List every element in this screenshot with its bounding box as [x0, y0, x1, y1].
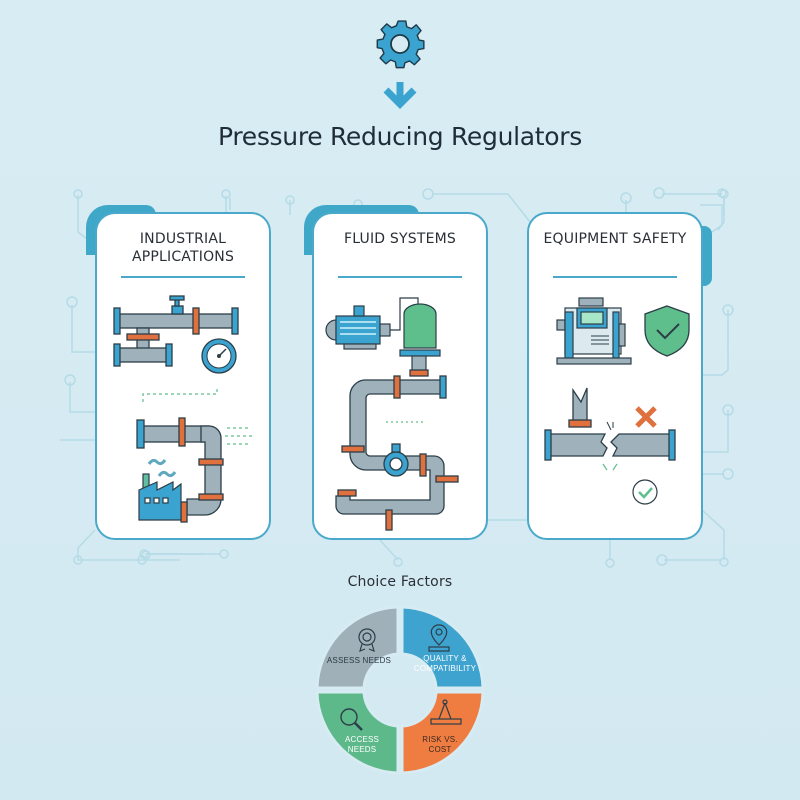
magnifier-icon [340, 708, 363, 731]
divider [553, 276, 677, 278]
award-badge-icon [358, 628, 376, 653]
pipe-manifold-icon [113, 295, 239, 367]
divider [338, 276, 462, 278]
card-fluid-systems: Fluid Systems [312, 212, 488, 540]
pressure-tank-icon [390, 297, 441, 375]
flow-arrows-icon [142, 386, 252, 445]
choice-factors-title: Choice Factors [347, 574, 453, 590]
segment-label-access-needs: Access Needs [344, 735, 380, 754]
segment-label-risk-cost: Risk vs. Cost [422, 735, 458, 754]
card-title: Equipment Safety [543, 231, 687, 247]
regulator-valve-icon [383, 443, 427, 477]
location-pin-icon [428, 624, 450, 652]
pump-motor-icon [325, 305, 391, 350]
segment-access-needs[interactable] [315, 690, 400, 775]
control-unit-icon [556, 297, 632, 365]
page-title: Pressure Reducing Regulators [217, 122, 582, 151]
gear-down-arrow-icon [376, 20, 425, 109]
compass-ruler-icon [430, 699, 462, 725]
segment-label-quality: Quality & Compatibility [413, 654, 477, 673]
divider [121, 276, 245, 278]
card-industrial-applications: Industrial Applications [95, 212, 271, 540]
elbow-pipe-icon [136, 417, 224, 523]
card-title: Fluid Systems [343, 231, 457, 247]
segment-label-assess-needs: Assess Needs [326, 656, 392, 665]
pipe-loop-icon [335, 369, 459, 531]
pressure-gauge-icon [201, 338, 237, 374]
segment-assess-needs[interactable] [315, 605, 400, 690]
broken-pipe-icon [544, 387, 676, 471]
check-circle-icon [632, 479, 658, 505]
factory-icon [138, 458, 182, 521]
x-mark-icon [635, 406, 657, 428]
shield-check-icon [644, 305, 690, 357]
segment-risk-vs-cost[interactable] [400, 690, 485, 775]
choice-factors-donut [315, 605, 485, 775]
card-equipment-safety: Equipment Safety [527, 212, 703, 540]
card-title: Industrial Applications [131, 231, 235, 265]
